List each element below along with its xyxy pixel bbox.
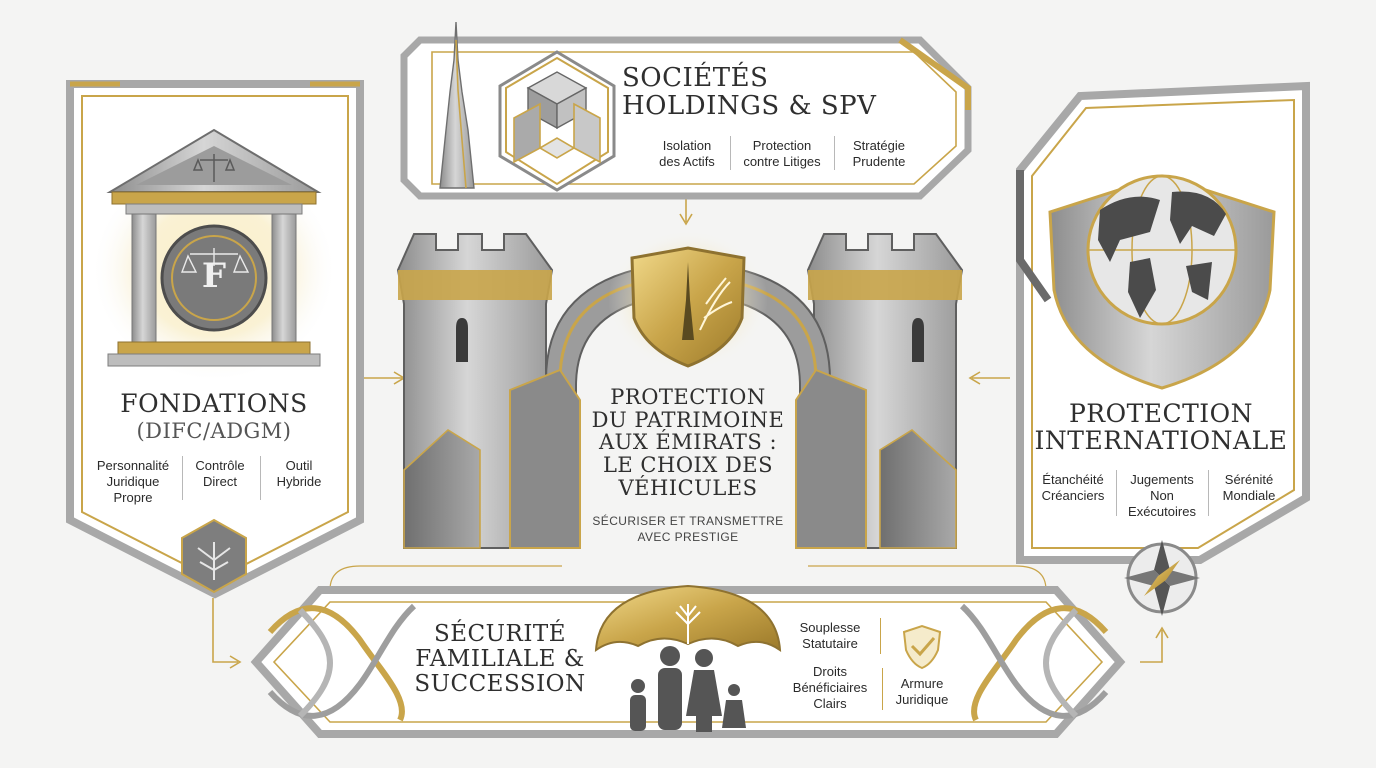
divider (182, 456, 183, 500)
family-title-line: SÉCURITÉ (433, 621, 567, 647)
family-panel-frame (250, 586, 1126, 738)
international-feature-serenite: Sérénité Mondiale (1222, 472, 1276, 503)
international-title-line: INTERNATIONALE (1034, 426, 1288, 455)
umbrella-icon (594, 584, 782, 653)
center-subtitle: SÉCURISER ET TRANSMETTRE AVEC PRESTIGE (592, 514, 784, 544)
divider (1116, 470, 1117, 516)
seal-letter: F (201, 256, 227, 296)
international-title-line: PROTECTION (1068, 399, 1254, 428)
foundations-feature-outil: Outil Hybride (276, 458, 322, 489)
family-feature-armure: Armure Juridique (895, 676, 949, 707)
foundations-feature-controle: Contrôle Direct (195, 458, 245, 489)
holdings-feature-isolation: Isolation des Actifs (659, 138, 715, 169)
divider (834, 136, 835, 170)
foundations-subtitle: (DIFC/ADGM) (136, 419, 292, 443)
international-title: PROTECTION INTERNATIONALE (1030, 400, 1292, 454)
holdings-title: SOCIÉTÉS HOLDINGS & SPV (622, 64, 922, 120)
center-title-line: LE CHOIX DES (602, 453, 774, 478)
holdings-title-line: SOCIÉTÉS (622, 63, 769, 93)
center-title-line: PROTECTION (610, 385, 766, 409)
scales-icon (192, 154, 236, 182)
castle-icon (396, 233, 964, 549)
foundations-feature-personnalite: Personnalité Juridique Propre (96, 458, 170, 505)
family-title-line: FAMILIALE & (415, 645, 585, 672)
center-title: PROTECTION DU PATRIMOINE AUX ÉMIRATS : L… (578, 386, 798, 499)
globe-icon (1086, 174, 1238, 326)
center-title-line: AUX ÉMIRATS : (598, 430, 778, 455)
divider (730, 136, 731, 170)
divider (1208, 470, 1209, 516)
center-title-line: DU PATRIMOINE (591, 407, 785, 432)
holdings-feature-strategie: Stratégie Prudente (852, 138, 906, 169)
shield-globe-icon (1048, 174, 1276, 390)
connector-arrows (212, 190, 1169, 669)
seal-emblem (160, 224, 268, 332)
skyscraper-icon (439, 21, 475, 189)
family-icon (630, 646, 746, 732)
divider (882, 668, 883, 710)
palm-leaf-icon (181, 518, 247, 594)
international-feature-jugements: Jugements Non Exécutoires (1128, 472, 1196, 519)
family-title: SÉCURITÉ FAMILIALE & SUCCESSION (400, 622, 600, 696)
family-feature-droits: Droits Bénéficiaires Clairs (792, 664, 868, 711)
foundations-title: FONDATIONS (120, 389, 308, 418)
holdings-title-line: HOLDINGS & SPV (622, 91, 877, 122)
family-title-line: SUCCESSION (414, 670, 586, 697)
cube-stack-icon (498, 50, 616, 192)
shield-check-icon (902, 624, 942, 670)
celtic-knot-right (959, 603, 1109, 722)
crest-shield-icon (630, 246, 746, 368)
holdings-feature-protection: Protection contre Litiges (743, 138, 821, 169)
celtic-knot-left (267, 603, 417, 722)
divider (260, 456, 261, 500)
center-title-line: VÉHICULES (618, 475, 758, 500)
family-feature-souplesse: Souplesse Statutaire (799, 620, 861, 651)
divider (880, 618, 881, 654)
compass-icon (1124, 540, 1200, 616)
international-feature-etancheite: Étanchéité Créanciers (1041, 472, 1105, 503)
